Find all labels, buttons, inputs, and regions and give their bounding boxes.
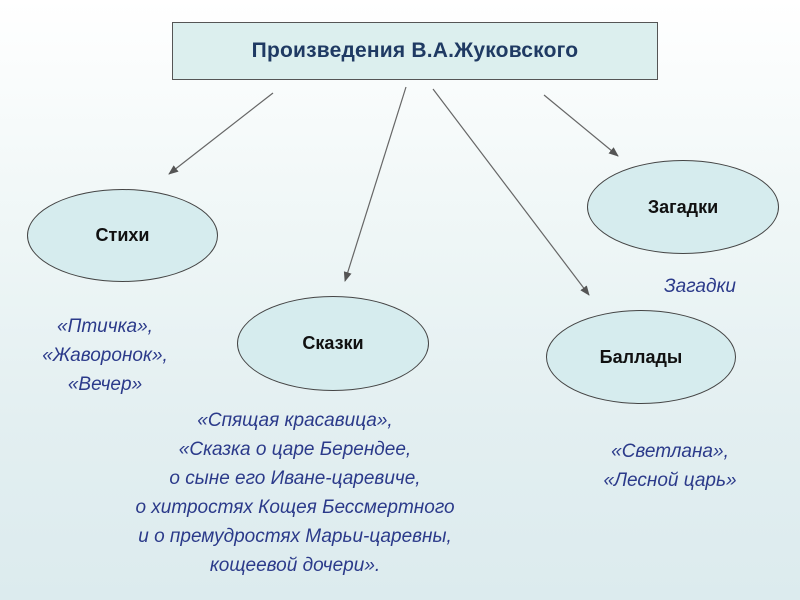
works-stikhi: «Птичка», «Жаворонок», «Вечер»: [10, 312, 200, 399]
work-item: «Жаворонок»,: [42, 345, 168, 366]
arrow-to-skazki: [343, 86, 407, 282]
work-item: «Спящая красавица»,: [197, 410, 393, 431]
works-skazki: «Спящая красавица», «Сказка о царе Берен…: [80, 406, 510, 580]
diagram-title: Произведения В.А.Жуковского: [251, 39, 579, 62]
work-item: «Сказка о царе Берендее,: [178, 439, 412, 460]
node-stikhi-label: Стихи: [95, 225, 150, 245]
node-zagadki: Загадки: [587, 160, 779, 254]
works-ballady: «Светлана», «Лесной царь»: [570, 437, 770, 495]
node-zagadki-label: Загадки: [647, 196, 719, 217]
work-item: кощеевой дочери».: [209, 555, 381, 576]
work-item: «Лесной царь»: [603, 470, 737, 491]
work-item: «Птичка»,: [57, 316, 153, 337]
node-skazki: Сказки: [237, 296, 429, 391]
works-zagadki: Загадки: [635, 272, 765, 301]
work-item: «Светлана»,: [611, 441, 729, 462]
node-ballady: Баллады: [546, 310, 736, 404]
work-item: Загадки: [664, 276, 736, 297]
work-item: о сыне его Иване-царевиче,: [169, 468, 421, 489]
title-box: Произведения В.А.Жуковского: [172, 22, 658, 80]
work-item: и о премудростях Марьи-царевны,: [138, 526, 452, 547]
work-item: о хитростях Кощея Бессмертного: [135, 497, 455, 518]
arrow-to-zagadki: [543, 94, 619, 157]
node-stikhi: Стихи: [27, 189, 218, 282]
arrow-to-stikhi: [168, 92, 274, 175]
node-ballady-label: Баллады: [599, 346, 683, 367]
arrow-to-ballady: [432, 88, 590, 296]
work-item: «Вечер»: [67, 374, 143, 395]
node-skazki-label: Сказки: [302, 333, 364, 353]
